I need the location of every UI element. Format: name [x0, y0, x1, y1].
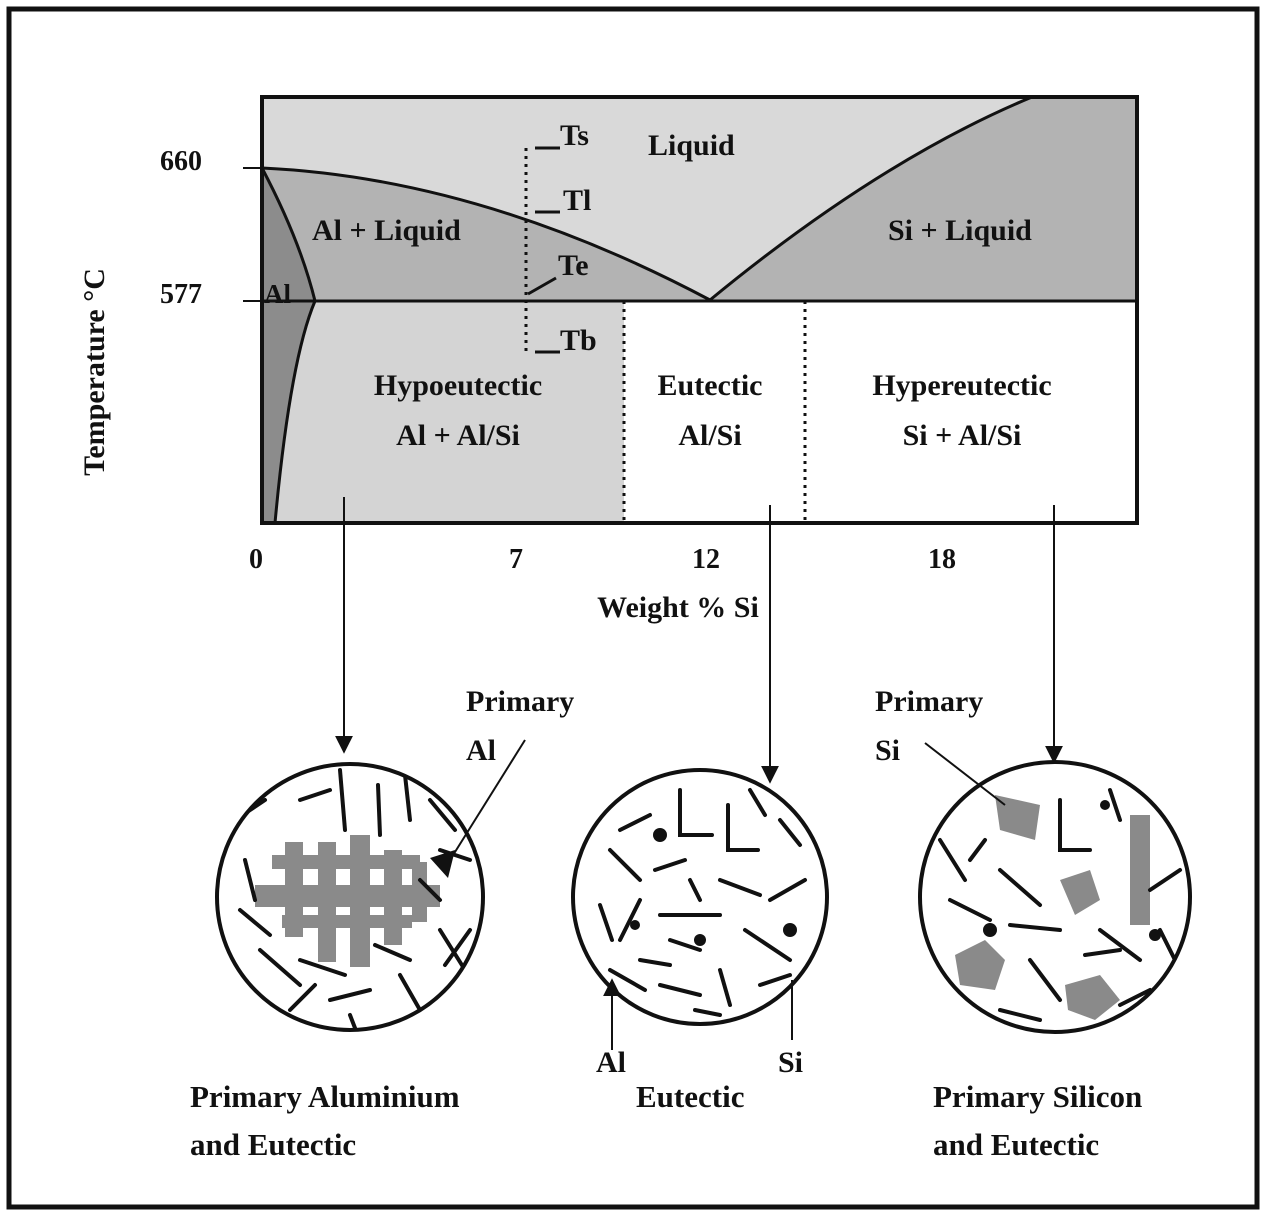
hypoeutectic-label: Hypoeutectic — [374, 369, 542, 402]
liquid-label: Liquid — [648, 129, 735, 162]
hypoeutectic-sub-label: Al + Al/Si — [396, 419, 520, 452]
eutectic-si-label: Si — [778, 1046, 803, 1079]
caption-middle: Eutectic — [636, 1079, 744, 1114]
si-liquid-label: Si + Liquid — [888, 214, 1032, 247]
hypereutectic-sub-label: Si + Al/Si — [903, 419, 1022, 452]
x-tick-7: 7 — [509, 544, 523, 575]
micrograph-hypoeutectic — [217, 764, 483, 1030]
x-tick-12: 12 — [692, 544, 720, 575]
eutectic-label: Eutectic — [658, 369, 763, 402]
eutectic-sub-label: Al/Si — [678, 419, 741, 452]
x-tick-18: 18 — [928, 544, 956, 575]
ts-label: Ts — [560, 119, 589, 152]
micrograph-hypereutectic — [920, 762, 1190, 1032]
primary-al-label-2: Al — [466, 734, 496, 767]
caption-left-line1: Primary Aluminium — [190, 1079, 460, 1114]
primary-si-label-1: Primary — [875, 685, 983, 718]
y-tick-660: 660 — [160, 146, 202, 177]
eutectic-region — [624, 301, 1137, 523]
al-liquid-label: Al + Liquid — [312, 214, 461, 247]
caption-right-line2: and Eutectic — [933, 1127, 1099, 1162]
tl-label: Tl — [563, 184, 591, 217]
y-tick-577: 577 — [160, 279, 202, 310]
primary-al-label-1: Primary — [466, 685, 574, 718]
x-tick-0: 0 — [249, 544, 263, 575]
tb-label: Tb — [560, 324, 597, 357]
x-axis-title: Weight % Si — [597, 591, 759, 624]
eutectic-al-label: Al — [596, 1046, 626, 1079]
y-axis-title: Temperature °C — [78, 268, 111, 476]
primary-si-label-2: Si — [875, 734, 900, 767]
al-region-label: Al — [264, 279, 291, 309]
hypereutectic-label: Hypereutectic — [872, 369, 1051, 402]
te-label: Te — [558, 249, 589, 282]
caption-left-line2: and Eutectic — [190, 1127, 356, 1162]
caption-right-line1: Primary Silicon — [933, 1079, 1142, 1114]
